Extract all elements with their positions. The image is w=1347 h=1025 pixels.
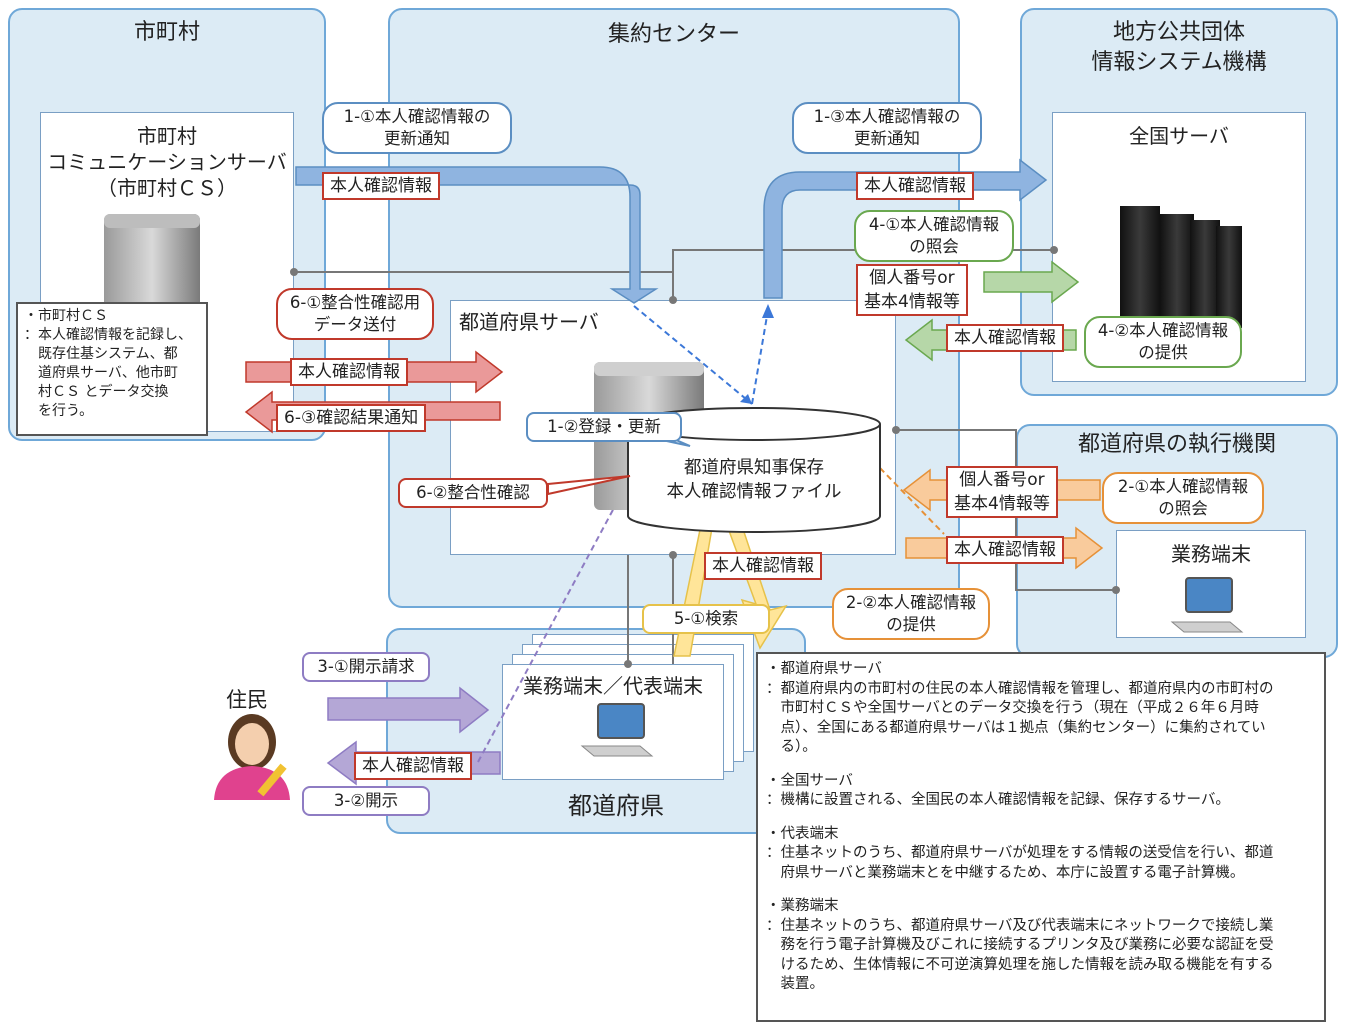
- dashed-arrow-down: [633, 305, 753, 405]
- municipal-cs-tower-icon: [104, 214, 200, 324]
- exec-terminal-computer-icon: [1170, 577, 1244, 633]
- glossary-representative-terminal: ・代表端末 ：住基ネットのうち、都道府県サーバが処理をする情報の送受信を行い、都…: [766, 825, 1274, 881]
- dashed-arrow-up: [751, 309, 769, 405]
- resident-label: 住民: [226, 688, 268, 712]
- label-id-info-5: 本人確認情報: [946, 536, 1064, 564]
- orange-dashed: [879, 467, 945, 535]
- callout-3-2-disclose: 3-②開示: [302, 786, 430, 816]
- prefectural-server-label: 都道府県サーバ: [459, 310, 599, 334]
- label-id-info-6: 本人確認情報: [704, 552, 822, 580]
- db-file-label: 都道府県知事保存 本人確認情報ファイル: [666, 458, 842, 502]
- glossary-business-terminal: ・業務端末 ：住基ネットのうち、都道府県サーバ及び代表端末にネットワークで接続し…: [766, 898, 1274, 992]
- purple-dashed: [477, 477, 631, 763]
- municipal-cs-label: 市町村 コミュニケーションサーバ （市町村ＣＳ）: [47, 124, 287, 200]
- label-id-info-3: 本人確認情報: [946, 324, 1064, 352]
- label-result-notice: 6-③確認結果通知: [276, 404, 427, 432]
- national-server-label: 全国サーバ: [1129, 124, 1229, 148]
- pref-terminal-computer-icon: [580, 703, 654, 757]
- arrow-3-request: [327, 686, 490, 734]
- callout-5-1-search: 5-①検索: [642, 604, 770, 634]
- zone-jlis-title: 地方公共団体 情報システム機構: [1091, 20, 1267, 75]
- callout-6-2-consistency: 6-②整合性確認: [398, 478, 548, 508]
- label-id-info-4: 本人確認情報: [290, 358, 408, 386]
- resident-person-icon: [214, 714, 290, 800]
- pref-terminal-label: 業務端末／代表端末: [523, 674, 703, 698]
- callout-1-3: 1-③本人確認情報の 更新通知: [792, 102, 982, 154]
- zone-exec-title: 都道府県の執行機関: [1077, 432, 1276, 457]
- network-nodes: [290, 246, 1120, 668]
- callout-3-1-request: 3-①開示請求: [302, 652, 430, 682]
- arrow-4-query: [983, 260, 1080, 304]
- label-id-info-2: 本人確認情報: [856, 172, 974, 200]
- zone-center-title: 集約センター: [607, 22, 740, 47]
- database-cylinder-icon: [627, 407, 881, 533]
- label-number-or-4-top: 個人番号or 基本4情報等: [856, 264, 968, 316]
- glossary-national-server: ・全国サーバ ：機構に設置される、全国民の本人確認情報を記録、保存するサーバ。: [766, 772, 1230, 809]
- callout-1-1: 1-①本人確認情報の 更新通知: [322, 102, 512, 154]
- callout-2-2: 2-②本人確認情報 の提供: [832, 588, 990, 640]
- note-municipal-cs: ・市町村ＣＳ ：本人確認情報を記録し、 既存住基システム、都 道府県サーバ、他市…: [16, 302, 208, 436]
- callout-1-2-register: 1-②登録・更新: [526, 412, 682, 442]
- server-rack-icon: [1120, 206, 1242, 328]
- callout-2-1: 2-①本人確認情報 の照会: [1102, 472, 1264, 524]
- callout-6-1: 6-①整合性確認用 データ送付: [276, 288, 434, 340]
- callout-4-2: 4-②本人確認情報 の提供: [1084, 316, 1242, 368]
- label-id-info-1: 本人確認情報: [322, 172, 440, 200]
- exec-terminal-label: 業務端末: [1171, 542, 1251, 566]
- label-id-info-7: 本人確認情報: [354, 752, 472, 780]
- glossary-note: ・都道府県サーバ ：都道府県内の市町村の住民の本人確認情報を管理し、都道府県内の…: [756, 652, 1326, 1022]
- pref-terminal-box: 業務端末／代表端末: [502, 664, 724, 780]
- zone-municipality-title: 市町村: [133, 20, 200, 45]
- callout-4-1: 4-①本人確認情報 の照会: [854, 210, 1014, 262]
- label-number-or-4-exec: 個人番号or 基本4情報等: [946, 466, 1058, 518]
- glossary-prefectural-server: ・都道府県サーバ ：都道府県内の市町村の住民の本人確認情報を管理し、都道府県内の…: [766, 661, 1274, 755]
- zone-prefecture-title: 都道府県: [568, 792, 664, 820]
